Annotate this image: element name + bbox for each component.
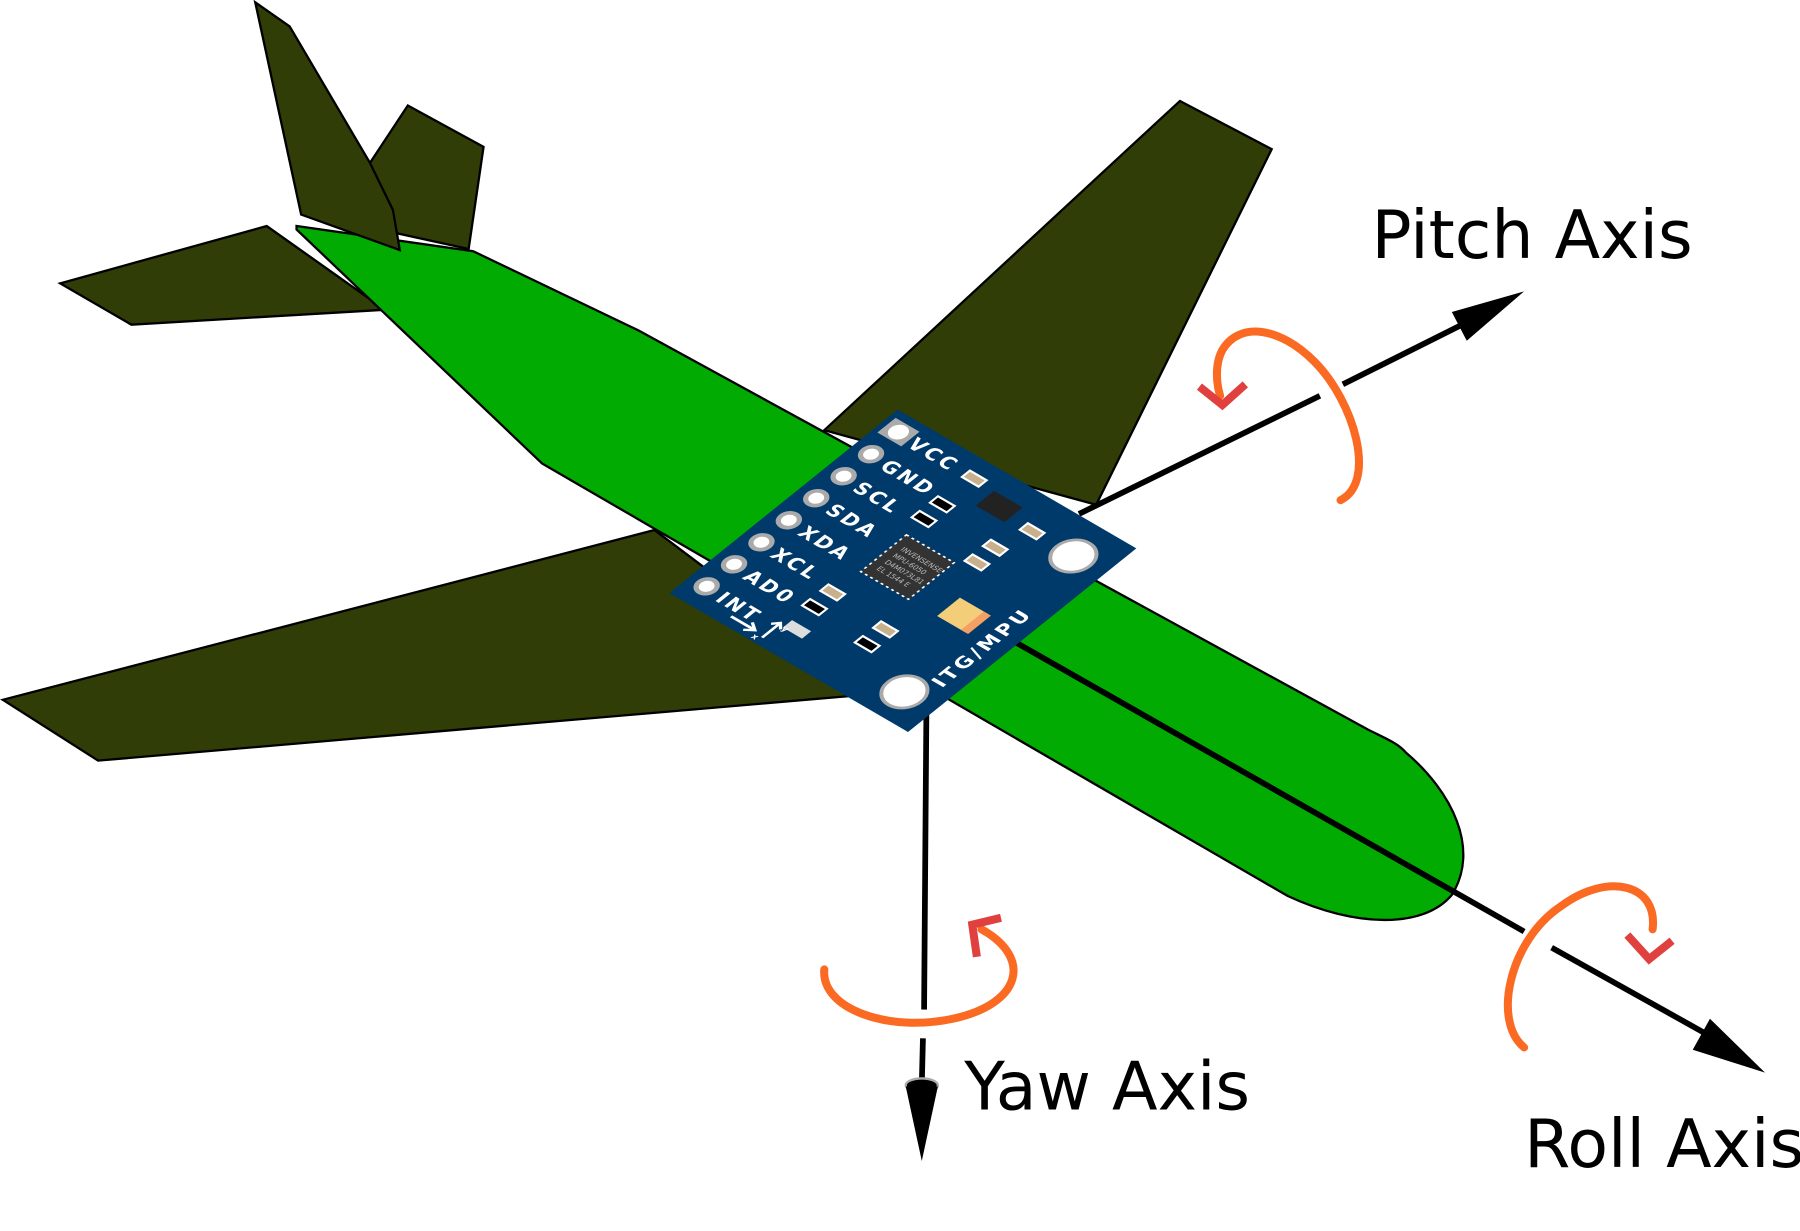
mounting-hole: [879, 674, 930, 710]
pin-headers: [693, 424, 909, 596]
vertical-fin: [253, 0, 402, 252]
y-axis-label: y: [778, 625, 793, 636]
pitch-axis-label: Pitch Axis: [1372, 196, 1693, 274]
roll-arrow-head: [1692, 1018, 1766, 1073]
yaw-arrow-head: [905, 1086, 938, 1162]
yaw-axis: [820, 711, 1018, 1162]
smd-components: [782, 469, 1047, 654]
orientation-arrows: [729, 615, 783, 639]
yaw-rotation-head: [967, 913, 1002, 958]
roll-axis-label: Roll Axis: [1524, 1105, 1800, 1183]
roll-rotation-head: [1624, 932, 1675, 965]
x-axis-label: x: [748, 633, 763, 644]
pitch-rotation-arrow: [1212, 327, 1363, 505]
yaw-axis-label: Yaw Axis: [963, 1047, 1250, 1125]
yaw-rotation-arrow: [820, 925, 1018, 1027]
pitch-rotation-head: [1196, 381, 1249, 411]
mounting-hole: [1048, 538, 1099, 574]
roll-rotation-arrow: [1503, 882, 1657, 1052]
pitch-axis: [1077, 291, 1525, 517]
roll-axis: [1014, 639, 1766, 1073]
pitch-arrow-head: [1451, 291, 1525, 341]
